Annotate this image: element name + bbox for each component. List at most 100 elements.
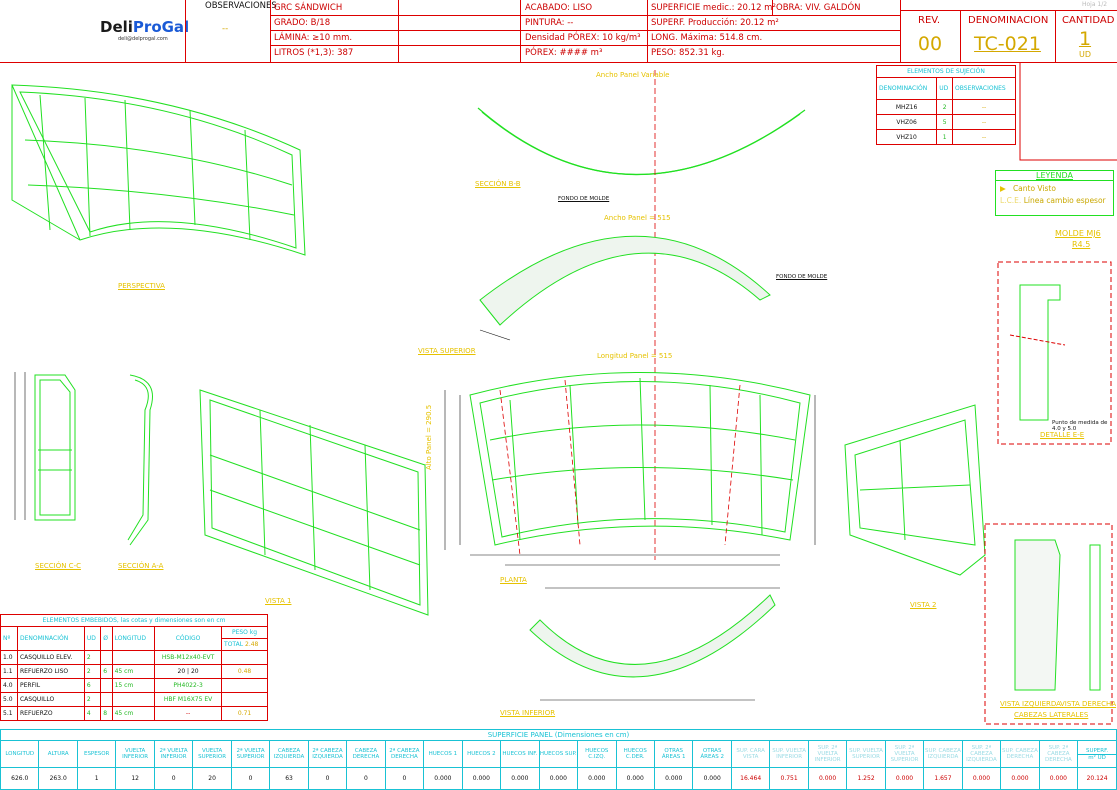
superficie-header: 2ª CABEZA DERECHA: [384, 740, 425, 768]
planta-label: PLANTA: [500, 576, 527, 584]
pintura: PINTURA: --: [525, 18, 574, 28]
superficie-header: LONGITUD: [0, 740, 40, 768]
superficie-header: SUP. 2ª VUELTA INFERIOR: [807, 740, 848, 768]
vista-2-label: VISTA 2: [910, 601, 937, 609]
superficie-header: SUP. VUELTA SUPERIOR: [846, 740, 886, 768]
superficie-header: HUECOS SUP.: [538, 740, 579, 768]
superficie-header: SUP. CABEZA DERECHA: [1000, 740, 1040, 768]
superficie-header: 2ª VUELTA INFERIOR: [153, 740, 194, 768]
superficie-header: HUECOS 1: [423, 740, 463, 768]
superficie-header: ESPESOR: [76, 740, 117, 768]
superficie-value: 263.0: [38, 767, 78, 790]
superficie-value: 626.0: [0, 767, 40, 790]
superficie-value: 0: [230, 767, 271, 790]
superficie-header: VUELTA SUPERIOR: [192, 740, 232, 768]
superficie-header: VUELTA INFERIOR: [115, 740, 155, 768]
superficie-value: 1.252: [846, 767, 886, 790]
superficie-value: 20.124: [1077, 767, 1117, 790]
ancho-variable-label: Ancho Panel Variable: [596, 71, 670, 79]
seccion-aa-label: SECCIÓN A-A: [118, 562, 164, 570]
superficie-header: SUP. CABEZA IZQUIERDA: [923, 740, 963, 768]
superficie-medic: SUPERFICIE medic.: 20.12 m²: [651, 3, 776, 13]
molde-value: R4.5: [1072, 240, 1091, 249]
superficie-value: 0.000: [653, 767, 694, 790]
seccion-cc-label: SECCIÓN C-C: [35, 562, 81, 570]
longitud-515-label: Longitud Panel = 515: [597, 352, 673, 360]
superficie-header: SUPERF.m² UD: [1077, 740, 1117, 768]
fondo-molde-label-2: FONDO DE MOLDE: [776, 274, 828, 280]
superficie-value: 0.000: [961, 767, 1002, 790]
observaciones-value: --: [222, 24, 229, 34]
denominacion-label: DENOMINACION: [968, 15, 1049, 26]
sujecion-header: DENOMINACIÓN: [875, 77, 938, 100]
superficie-header: OTRAS ÁREAS 2: [692, 740, 732, 768]
rev-label: REV.: [918, 15, 940, 26]
superficie-value: 1.657: [923, 767, 963, 790]
company-logo: DeliProGal: [100, 18, 190, 36]
superficie-value: 0.000: [692, 767, 732, 790]
litros: LITROS (*1,3): 387: [274, 48, 354, 58]
sujecion-title: ELEMENTOS DE SUJECIÓN: [876, 65, 1016, 78]
superficie-header: SUP. VUELTA INFERIOR: [769, 740, 809, 768]
superficie-value: 0: [153, 767, 194, 790]
superficie-header: OTRAS ÁREAS 1: [653, 740, 694, 768]
superficie-value: 0.751: [769, 767, 809, 790]
leyenda-title: LEYENDA: [996, 171, 1113, 181]
vista-derecha-label: VISTA DERECHA: [1060, 700, 1117, 708]
sujecion-header: OBSERVACIONES: [952, 77, 1016, 100]
superficie-value: 0.000: [461, 767, 502, 790]
superficie-value: 0.000: [1038, 767, 1079, 790]
rev-value: 00: [917, 33, 943, 55]
vista-izquierda-label: VISTA IZQUIERDA: [1000, 700, 1061, 708]
lamina: LÁMINA: ≥10 mm.: [274, 33, 353, 43]
cantidad-value: 1: [1078, 28, 1092, 50]
superficie-header: SUP. 2ª CABEZA IZQUIERDA: [961, 740, 1002, 768]
superficie-value: 20: [192, 767, 232, 790]
canto-visto-icon: ▶: [1000, 184, 1006, 193]
densidad-porex: Densidad PÓREX: 10 kg/m³: [525, 33, 641, 43]
acabado: ACABADO: LISO: [525, 3, 593, 13]
company-email: deli@delprogal.com: [118, 36, 168, 42]
obra: OBRA: VIV. GALDÓN: [776, 3, 861, 13]
superficie-value: 0.000: [577, 767, 617, 790]
superficie-value: 1: [76, 767, 117, 790]
superficie-header: 2ª VUELTA SUPERIOR: [230, 740, 271, 768]
superficie-value: 0.000: [538, 767, 579, 790]
vista-superior-label: VISTA SUPERIOR: [418, 347, 476, 355]
superficie-value: 0.000: [1000, 767, 1040, 790]
superficie-value: 0.000: [423, 767, 463, 790]
vista-inferior-label: VISTA INFERIOR: [500, 709, 556, 717]
leyenda-box: LEYENDA ▶ Canto Visto L.C.E. Línea cambi…: [995, 170, 1114, 216]
superficie-header: CABEZA DERECHA: [346, 740, 386, 768]
title-block-header: DeliProGal deli@delprogal.com OBSERVACIO…: [0, 0, 1117, 63]
vista-1-label: VISTA 1: [265, 597, 292, 605]
molde-label: MOLDE MJ6: [1055, 229, 1101, 238]
detalle-ee-label: DETALLE E-E: [1040, 431, 1085, 439]
sujecion-header: UD: [936, 77, 954, 100]
perspective-panel: [11, 84, 306, 256]
superficie-value: 12: [115, 767, 155, 790]
superficie-panel-table: SUPERFICIE PANEL (Dimensiones en cm) LON…: [0, 729, 1117, 790]
ancho-515-label: Ancho Panel = 515: [604, 214, 671, 222]
superficie-value: 0: [307, 767, 348, 790]
punto-medida-label: Punto de medida de 4.0 y 5.0: [1052, 420, 1108, 432]
denominacion-value: TC-021: [974, 33, 1041, 55]
superficie-value: 0.000: [884, 767, 925, 790]
peso: PESO: 852.31 kg.: [651, 48, 725, 58]
leyenda-item: L.C.E. Línea cambio espesor: [1000, 196, 1106, 205]
superficie-header: HUECOS C.IZQ.: [577, 740, 617, 768]
superficie-value: 0.000: [807, 767, 848, 790]
fondo-molde-label: FONDO DE MOLDE: [558, 196, 610, 202]
superficie-header: HUECOS C.DER.: [615, 740, 655, 768]
grado: GRADO: B/18: [274, 18, 331, 28]
hoja: Hoja 1/2: [1082, 1, 1108, 8]
superficie-header: SUP. 2ª CABEZA DERECHA: [1038, 740, 1079, 768]
grc-type: GRC SÁNDWICH: [274, 3, 343, 13]
